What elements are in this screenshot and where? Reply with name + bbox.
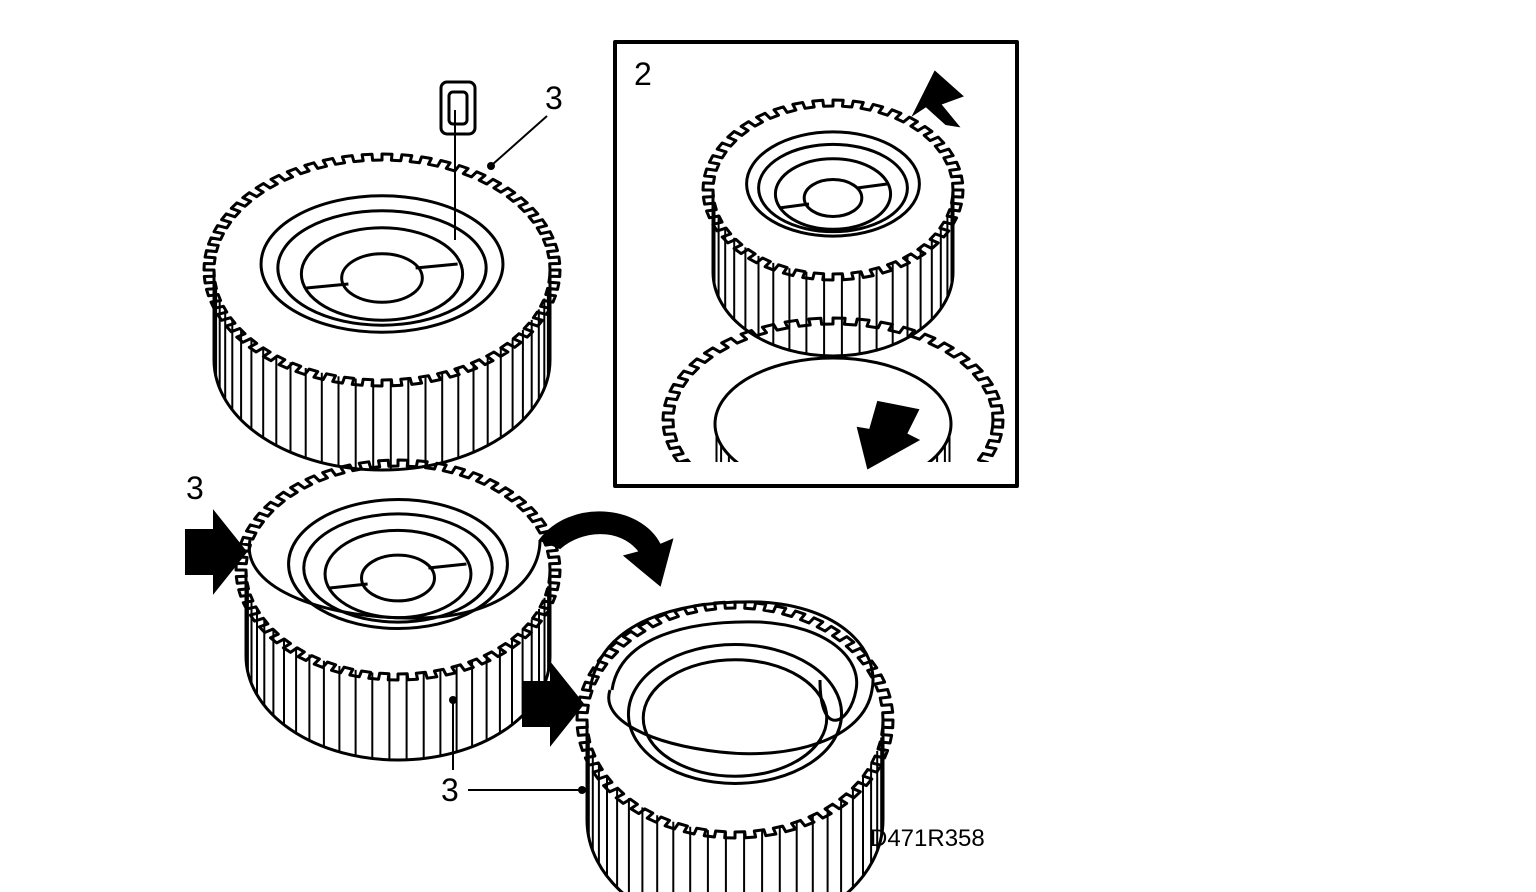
hub-gear-middle: [234, 458, 562, 762]
synchronizer-ring-bottom: [575, 600, 895, 892]
arrow-icon: [185, 509, 248, 595]
part-label-middle: 3: [186, 470, 204, 506]
inset-hub-gear: [701, 98, 965, 358]
arrow-icon: [856, 400, 921, 470]
curved-arrow-icon: [538, 511, 674, 587]
arrow-icon: [522, 661, 585, 747]
inset-sleeve-ring: [661, 316, 1005, 462]
gears: [202, 98, 1005, 892]
synchronizer-key: [439, 80, 477, 136]
hub-gear-top: [202, 152, 562, 472]
detail-inset-frame: [613, 40, 1019, 488]
inset-number: 2: [634, 56, 652, 92]
arrows: [185, 70, 964, 747]
leader-lines: [452, 110, 582, 791]
part-label-top: 3: [545, 80, 563, 116]
arrow-icon: [911, 70, 964, 128]
spring-on-gear: [247, 539, 542, 620]
figure-code: D471R358: [870, 825, 985, 852]
part-label-bottom: 3: [441, 772, 459, 808]
retaining-spring: [588, 600, 875, 756]
